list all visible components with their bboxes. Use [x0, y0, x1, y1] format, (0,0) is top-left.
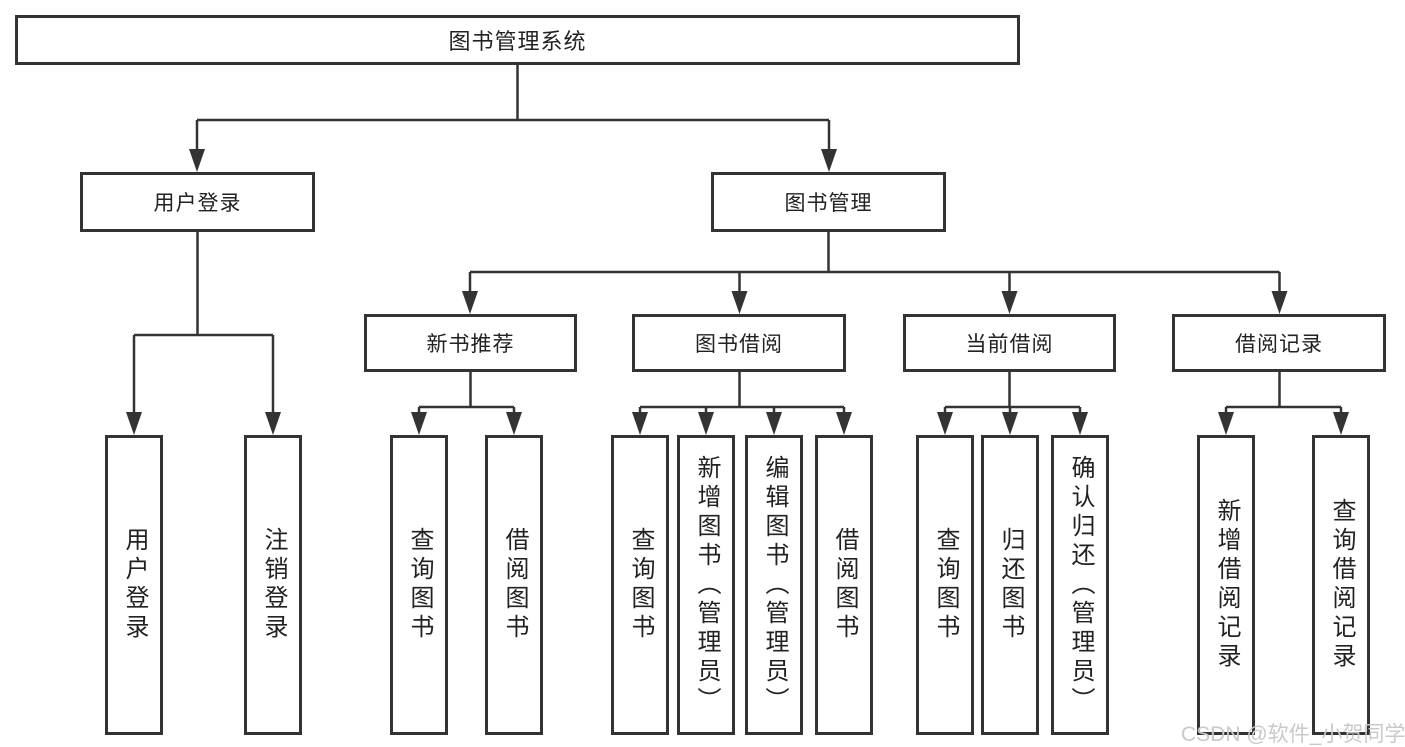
leaf-logout-label: 注销登录 — [260, 527, 287, 643]
leaf-user-login-label: 用户登录 — [121, 527, 148, 643]
leaf-confirm-return-admin: 确认归还（管理员） — [1051, 435, 1109, 735]
node-user-login-label: 用户登录 — [153, 192, 242, 215]
node-library-management-system-label: 图书管理系统 — [448, 29, 587, 54]
leaf-logout: 注销登录 — [244, 435, 302, 735]
node-book-management: 图书管理 — [711, 172, 946, 232]
node-borrowing-records: 借阅记录 — [1172, 314, 1386, 372]
node-book-borrowing-label: 图书借阅 — [695, 333, 783, 356]
node-current-borrowing: 当前借阅 — [903, 314, 1116, 372]
leaf-edit-book-admin: 编辑图书（管理员） — [745, 435, 803, 735]
leaf-borrow-books-recommend: 借阅图书 — [485, 435, 543, 735]
leaf-confirm-return-admin-label: 确认归还（管理员） — [1067, 454, 1094, 716]
csdn-watermark: CSDN @软件_小贺同学 — [1181, 723, 1405, 746]
leaf-borrow-books-label: 借阅图书 — [831, 527, 858, 643]
node-book-borrowing: 图书借阅 — [632, 314, 846, 372]
leaf-query-books-current-label: 查询图书 — [932, 527, 959, 643]
node-user-login: 用户登录 — [80, 172, 315, 232]
node-new-book-recommendation-label: 新书推荐 — [426, 333, 515, 356]
leaf-return-book-label: 归还图书 — [997, 527, 1024, 643]
leaf-query-books-borrow: 查询图书 — [611, 435, 669, 735]
node-current-borrowing-label: 当前借阅 — [965, 333, 1054, 356]
node-library-management-system: 图书管理系统 — [15, 15, 1020, 65]
leaf-query-borrow-record: 查询借阅记录 — [1312, 435, 1370, 735]
leaf-query-books-current: 查询图书 — [916, 435, 974, 735]
leaf-query-borrow-record-label: 查询借阅记录 — [1328, 498, 1355, 672]
node-borrowing-records-label: 借阅记录 — [1235, 333, 1323, 356]
node-new-book-recommendation: 新书推荐 — [364, 314, 577, 372]
leaf-user-login: 用户登录 — [105, 435, 163, 735]
leaf-add-book-admin: 新增图书（管理员） — [677, 435, 735, 735]
leaf-borrow-books: 借阅图书 — [815, 435, 873, 735]
arrow-down-icons — [126, 149, 1349, 435]
node-book-management-label: 图书管理 — [784, 192, 873, 215]
leaf-add-borrow-record: 新增借阅记录 — [1197, 435, 1255, 735]
tree-edges — [132, 65, 1343, 414]
leaf-query-books-borrow-label: 查询图书 — [627, 527, 654, 643]
leaf-edit-book-admin-label: 编辑图书（管理员） — [761, 454, 788, 716]
leaf-borrow-books-recommend-label: 借阅图书 — [501, 527, 528, 643]
leaf-query-books-recommend: 查询图书 — [390, 435, 448, 735]
leaf-return-book: 归还图书 — [981, 435, 1039, 735]
leaf-add-book-admin-label: 新增图书（管理员） — [693, 454, 720, 716]
leaf-add-borrow-record-label: 新增借阅记录 — [1213, 498, 1240, 672]
leaf-query-books-recommend-label: 查询图书 — [406, 527, 433, 643]
